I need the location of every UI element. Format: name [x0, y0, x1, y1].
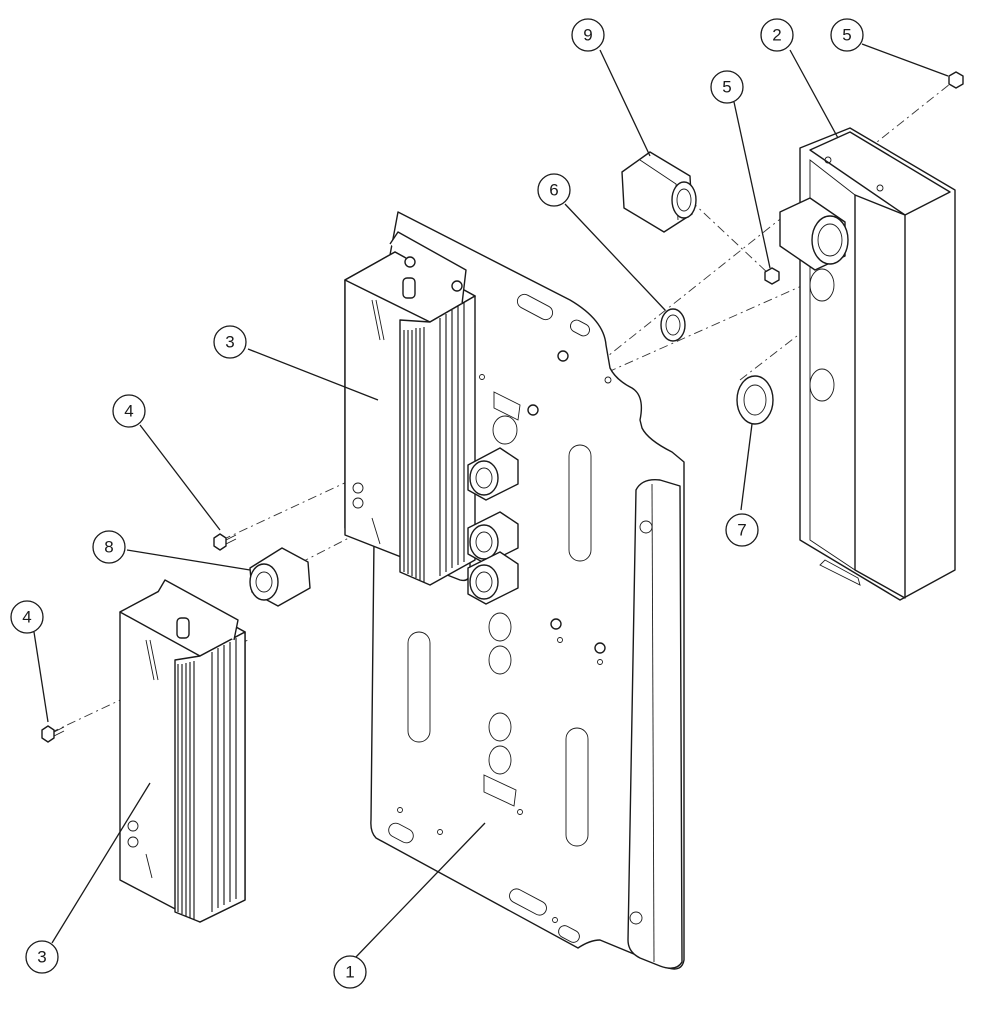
- callout-6: 6: [537, 173, 571, 207]
- hex-nut: [764, 267, 780, 285]
- callout-label: 6: [549, 181, 558, 200]
- callout-label: 8: [104, 538, 113, 557]
- cable-gland-group: [467, 197, 849, 605]
- callout-8: 8: [92, 530, 126, 564]
- callout-label: 7: [737, 521, 746, 540]
- callout-2: 2: [760, 18, 794, 52]
- callout-label: 4: [22, 608, 31, 627]
- power-supply-module-upper: [344, 231, 476, 586]
- callout-label: 3: [225, 333, 234, 352]
- enclosure-box: [799, 127, 956, 601]
- callout-label: 4: [124, 402, 133, 421]
- cable-gland-loose: [249, 547, 311, 607]
- callout-7: 7: [725, 513, 759, 547]
- callout-3-lower: 3: [25, 940, 59, 974]
- callout-9: 9: [571, 18, 605, 52]
- callout-5-middle: 5: [710, 70, 744, 104]
- callout-label: 1: [345, 963, 354, 982]
- screw: [213, 533, 237, 551]
- conduit-fitting: [621, 151, 697, 233]
- callout-3-upper: 3: [213, 325, 247, 359]
- callout-4-upper: 4: [112, 394, 146, 428]
- power-supply-module-lower: [119, 579, 246, 923]
- cable-gland: [467, 511, 519, 565]
- callout-1: 1: [333, 955, 367, 989]
- callout-label: 5: [722, 78, 731, 97]
- leader-lines: [33, 43, 949, 959]
- callout-label: 5: [842, 26, 851, 45]
- cable-gland: [467, 551, 519, 605]
- callout-label: 2: [772, 26, 781, 45]
- callout-label: 9: [583, 26, 592, 45]
- cable-gland: [467, 447, 519, 501]
- screw: [41, 725, 65, 743]
- hex-nut: [948, 71, 964, 89]
- callout-5-right: 5: [830, 18, 864, 52]
- callout-4-lower: 4: [10, 600, 44, 634]
- enclosure-gland: [779, 197, 849, 271]
- lock-nut-small: [660, 308, 686, 342]
- lock-nut-large: [736, 375, 774, 425]
- callout-label: 3: [37, 948, 46, 967]
